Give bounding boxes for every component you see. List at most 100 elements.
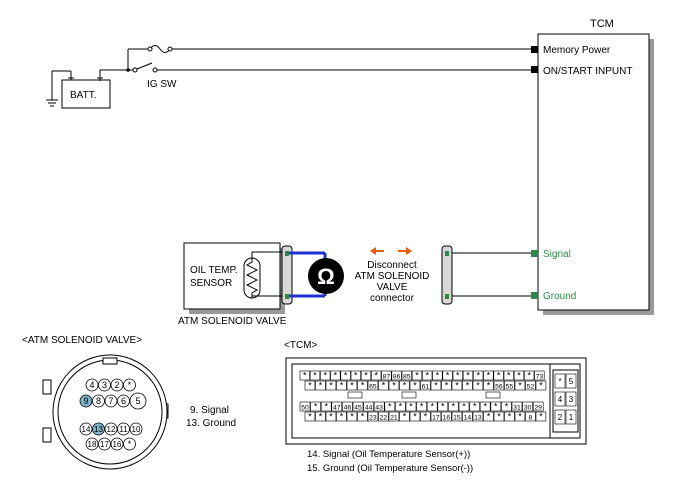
tcm-pin-label: * xyxy=(476,370,480,380)
tcm-pin xyxy=(451,380,463,391)
tcm-pin-label: * xyxy=(313,370,317,380)
tcm-connector-side-block xyxy=(552,369,579,433)
ig-switch-blade xyxy=(136,62,153,70)
tcm-pin-label: * xyxy=(466,370,470,380)
tcm-pin-label: 55 xyxy=(506,383,514,390)
tcm-legend-ground: 15. Ground (Oil Temperature Sensor(-)) xyxy=(307,463,473,474)
tcm-pin-label: 47 xyxy=(333,404,341,411)
tcm-pin xyxy=(391,370,402,381)
sensor-label-line2: SENSOR xyxy=(190,278,232,289)
tcm-pin-label: * xyxy=(518,411,522,421)
tcm-pin xyxy=(483,411,494,422)
tcm-pin xyxy=(524,370,535,381)
tcm-pin xyxy=(493,370,504,381)
tcm-pin-label: 8 xyxy=(529,414,533,421)
tcm-pin xyxy=(299,370,310,381)
tcm-box xyxy=(537,33,650,311)
solenoid-pin-label: 12 xyxy=(107,425,116,434)
tcm-pin-label: * xyxy=(350,380,354,390)
solenoid-legend-signal: 9. Signal xyxy=(190,405,229,416)
tcm-title: TCM xyxy=(590,18,614,30)
tcm-pin-label: * xyxy=(441,401,445,411)
tcm-pin xyxy=(483,370,494,381)
tcm-pin xyxy=(352,401,364,412)
tcm-pin xyxy=(331,401,343,412)
solenoid-pin xyxy=(85,437,99,451)
tcm-side-pin xyxy=(554,409,566,425)
thermistor-zigzag xyxy=(245,258,259,298)
tcm-pin xyxy=(336,411,347,422)
tcm-pin-label: * xyxy=(413,380,417,390)
tcm-pin-label: * xyxy=(527,370,531,380)
tcm-pin-label: * xyxy=(487,411,491,421)
tcm-pin-label: 52 xyxy=(527,383,535,390)
tcm-pin xyxy=(373,401,385,412)
tcm-pin xyxy=(462,370,474,381)
tcm-pin xyxy=(422,370,433,381)
tcm-side-pin-label: 5 xyxy=(569,377,574,386)
tcm-pin-signal xyxy=(531,250,538,257)
tcm-pin xyxy=(462,380,473,391)
tcm-pin xyxy=(409,411,421,422)
tcm-pin xyxy=(310,401,321,412)
oil-temp-sensor: OIL TEMP. SENSOR ATM SOLENOID VALVE xyxy=(178,242,287,327)
solenoid-pin xyxy=(92,422,105,436)
instruction-line-2: ATM SOLENOID xyxy=(355,271,430,282)
tcm-connector-main-block xyxy=(291,363,551,439)
tcm-pin-label: * xyxy=(361,380,365,390)
solenoid-pin-label: 6 xyxy=(121,396,126,406)
tcm-pin-label: * xyxy=(473,401,477,411)
solenoid-pin xyxy=(85,378,99,392)
tcm-pin xyxy=(522,401,533,412)
tcm-pin-label-signal: Signal xyxy=(543,249,571,260)
tcm-pin xyxy=(336,380,347,391)
tcm-pin xyxy=(416,401,427,412)
tcm-pin xyxy=(315,411,326,422)
tcm-pin xyxy=(511,401,523,412)
tcm-pin xyxy=(472,380,484,391)
harness-connector-pin-signal xyxy=(445,251,449,256)
tcm-pin xyxy=(504,411,515,422)
tcm-pin-label: 43 xyxy=(375,404,383,411)
tcm-pin-label: * xyxy=(324,401,328,411)
tcm-pin xyxy=(469,401,480,412)
tcm-pin xyxy=(452,370,463,381)
solenoid-pin-label: 7 xyxy=(108,396,113,406)
tcm-pin-label: * xyxy=(494,401,498,411)
tcm-legend-signal: 14. Signal (Oil Temperature Sensor(+)) xyxy=(307,449,470,460)
tcm-pin-ground xyxy=(531,292,538,299)
tcm-pin-label: * xyxy=(476,380,480,390)
tcm-pin xyxy=(535,411,547,422)
solenoid-tab-left-top xyxy=(42,379,52,395)
solenoid-pin-label: 16 xyxy=(113,440,122,449)
tcm-pin-label: * xyxy=(413,411,417,421)
tcm-pin xyxy=(315,380,326,391)
disconnect-arrows xyxy=(370,247,412,255)
tcm-pin xyxy=(426,401,438,412)
tcm-pin-label: * xyxy=(319,380,323,390)
tcm-pin xyxy=(525,411,536,422)
tcm-pin xyxy=(437,401,449,412)
instruction-line-3: VALVE xyxy=(377,282,408,293)
solenoid-pin-label: 11 xyxy=(119,425,128,434)
tcm-pin xyxy=(479,401,491,412)
solenoid-pin-label: * xyxy=(128,380,132,390)
tcm-pin xyxy=(405,401,417,412)
tcm-pin-label: * xyxy=(344,370,348,380)
tcm-pin xyxy=(384,401,396,412)
solenoid-connector-outer xyxy=(52,354,168,470)
tcm-pin-label: * xyxy=(303,370,307,380)
tcm-pin-label: * xyxy=(340,380,344,390)
tcm-pin xyxy=(325,380,337,391)
tcm-pin-label: * xyxy=(455,380,459,390)
tcm-pin xyxy=(472,411,484,422)
tcm-pin xyxy=(340,370,351,381)
solenoid-pin-label: 3 xyxy=(102,380,107,390)
solenoid-tab-left-bottom xyxy=(42,427,52,443)
tcm-pin xyxy=(490,401,502,412)
tcm-pin-label: * xyxy=(361,411,365,421)
tcm-pin xyxy=(367,380,379,391)
solenoid-connector-title: <ATM SOLENOID VALVE> xyxy=(22,335,142,346)
tcm-pin xyxy=(442,370,453,381)
